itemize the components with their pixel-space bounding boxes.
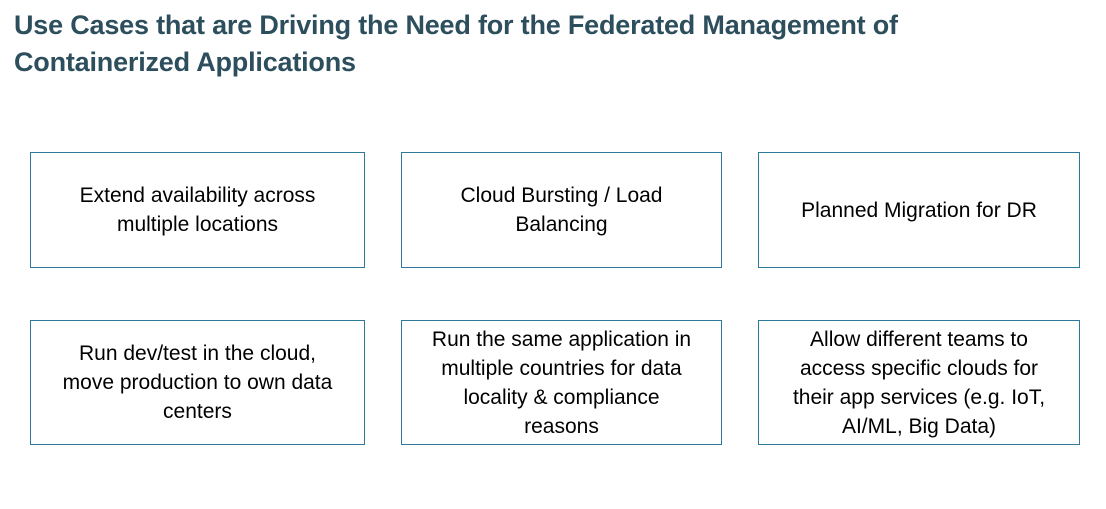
- use-case-card-extend-availability: Extend availability across multiple loca…: [30, 152, 365, 268]
- use-case-text: Planned Migration for DR: [801, 198, 1037, 222]
- slide-title: Use Cases that are Driving the Need for …: [14, 10, 898, 77]
- use-case-card-cloud-bursting: Cloud Bursting / Load Balancing: [401, 152, 722, 268]
- use-case-text: Run dev/test in the cloud, move producti…: [62, 342, 333, 423]
- use-case-card-dev-test: Run dev/test in the cloud, move producti…: [30, 320, 365, 445]
- use-case-text: Allow different teams to access specific…: [792, 327, 1046, 438]
- use-case-card-data-locality: Run the same application in multiple cou…: [401, 320, 722, 445]
- use-case-card-team-clouds: Allow different teams to access specific…: [758, 320, 1080, 445]
- use-case-card-planned-migration: Planned Migration for DR: [758, 152, 1080, 268]
- use-case-text: Extend availability across multiple loca…: [79, 184, 316, 236]
- use-case-text: Cloud Bursting / Load Balancing: [460, 184, 663, 236]
- use-case-text: Run the same application in multiple cou…: [431, 327, 692, 438]
